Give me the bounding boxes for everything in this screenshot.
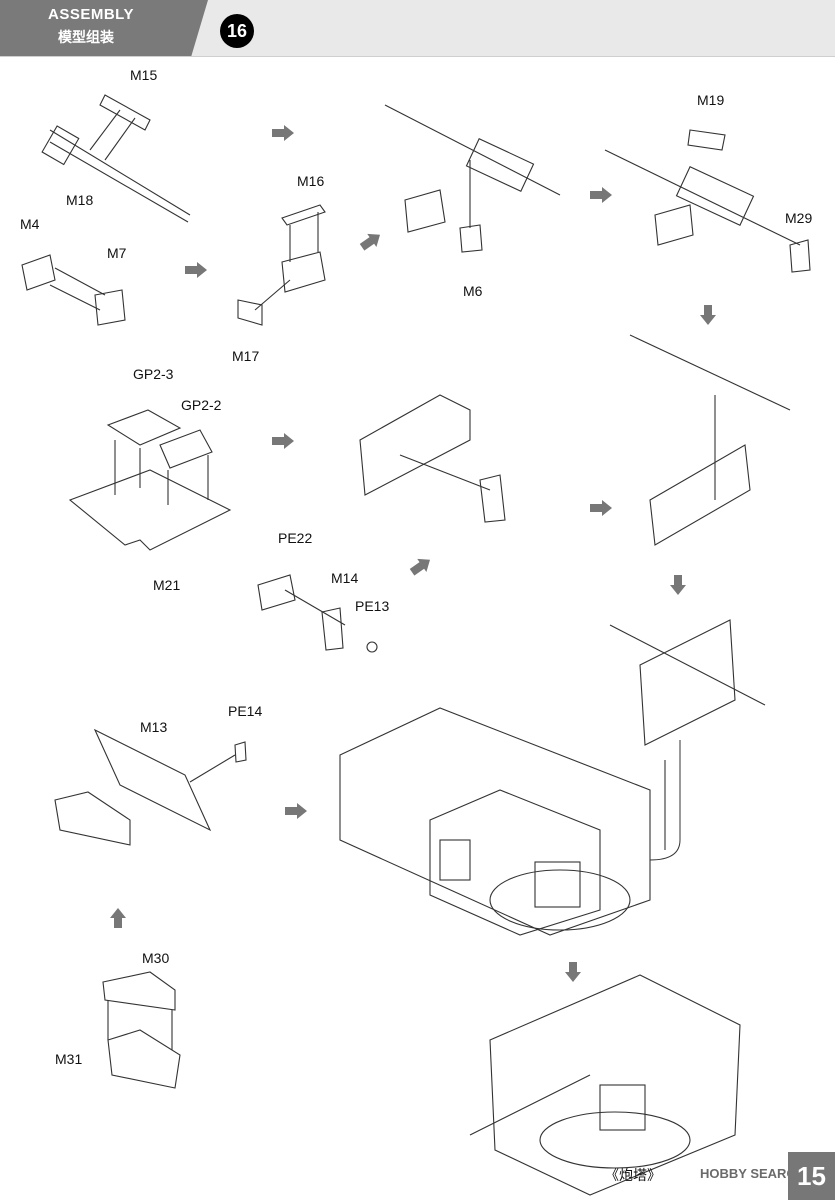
step-arrow-icon bbox=[590, 500, 612, 516]
step-arrow-icon bbox=[670, 575, 686, 595]
ammo-box-m16-m17-drawing bbox=[237, 204, 326, 326]
part-label-m6: M6 bbox=[463, 283, 483, 299]
gun-with-shield-right-drawing bbox=[609, 334, 791, 746]
final-turret-drawing bbox=[469, 974, 741, 1196]
part-label-pe22: PE22 bbox=[278, 530, 313, 546]
section-title: 《炮塔》 bbox=[605, 1167, 661, 1183]
part-label-m14: M14 bbox=[331, 570, 359, 586]
part-label-gp2-2: GP2-2 bbox=[181, 397, 222, 413]
part-label-pe13: PE13 bbox=[355, 598, 390, 614]
watermark-logo: HOBBY SEARCH bbox=[700, 1166, 806, 1181]
assembly-title: ASSEMBLY bbox=[48, 6, 134, 23]
assembly-subtitle: 模型组装 bbox=[58, 29, 114, 45]
part-label-m17: M17 bbox=[232, 348, 260, 364]
step-arrow-icon bbox=[110, 908, 126, 928]
bin-m30-m31-drawing bbox=[102, 971, 181, 1089]
part-label-m29: M29 bbox=[785, 210, 813, 226]
part-label-m31: M31 bbox=[55, 1051, 83, 1067]
step-arrow-icon bbox=[409, 558, 431, 576]
part-label-m15: M15 bbox=[130, 67, 158, 83]
part-label-m13: M13 bbox=[140, 719, 168, 735]
step-arrow-icon bbox=[590, 187, 612, 203]
step-arrow-icon bbox=[565, 962, 581, 982]
step-arrow-icon bbox=[185, 262, 207, 278]
step-arrow-icon bbox=[700, 305, 716, 325]
machine-gun-m6-drawing bbox=[384, 104, 561, 253]
ammo-tray-m4-m7-drawing bbox=[21, 254, 126, 326]
part-label-m18: M18 bbox=[66, 192, 94, 208]
part-label-m19: M19 bbox=[697, 92, 725, 108]
part-label-gp2-3: GP2-3 bbox=[133, 366, 174, 382]
part-label-m21: M21 bbox=[153, 577, 181, 593]
step-arrow-icon bbox=[272, 433, 294, 449]
mount-pe22-m14-pe13-drawing bbox=[257, 574, 378, 653]
page-number: 15 bbox=[788, 1152, 835, 1200]
gun-shield-panel-drawing bbox=[359, 394, 506, 523]
panel-m13-pe14-drawing bbox=[54, 728, 247, 846]
step-arrow-icon bbox=[285, 803, 307, 819]
machine-gun-m19-m29-drawing bbox=[604, 129, 811, 273]
part-label-pe14: PE14 bbox=[228, 703, 263, 719]
part-label-m4: M4 bbox=[20, 216, 40, 232]
turret-assembly-drawing bbox=[339, 707, 666, 936]
floor-plate-m21-drawing bbox=[68, 409, 232, 551]
machine-gun-m15-m18-drawing bbox=[41, 94, 191, 223]
step-arrow-icon bbox=[272, 125, 294, 141]
header-tab bbox=[0, 0, 208, 56]
part-label-m7: M7 bbox=[107, 245, 127, 261]
part-label-m16: M16 bbox=[297, 173, 325, 189]
part-label-m30: M30 bbox=[142, 950, 170, 966]
step-number-badge: 16 bbox=[220, 14, 254, 48]
step-arrow-icon bbox=[359, 233, 381, 251]
